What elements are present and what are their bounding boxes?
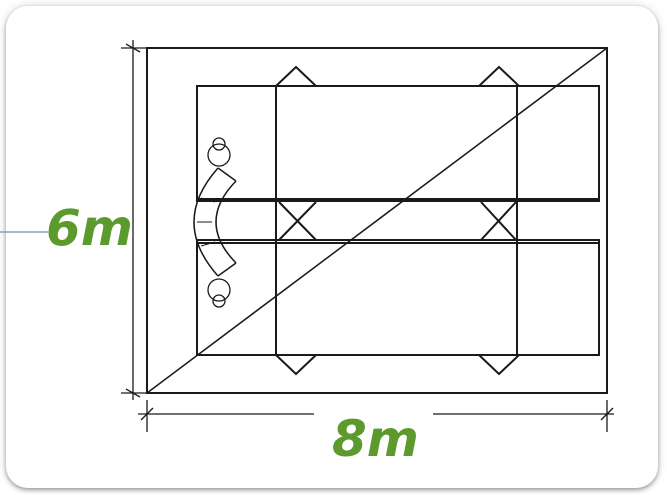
chair-icon (207, 278, 231, 308)
curved-desk (193, 167, 237, 277)
diagonal-line (146, 47, 608, 394)
width-label: 8m (332, 410, 419, 468)
height-label: 6m (46, 199, 133, 257)
table-top (275, 85, 518, 202)
seat-marker (478, 354, 520, 376)
cross-marker (278, 201, 317, 241)
seat-marker (478, 65, 520, 87)
chair-icon (207, 137, 231, 167)
table-group-bottom (196, 239, 600, 356)
seat-marker (275, 65, 317, 87)
table-bottom (275, 239, 518, 356)
table-group-top (196, 85, 600, 202)
seat-marker (275, 354, 317, 376)
width-dimension-line (138, 400, 614, 432)
height-dimension-line (121, 40, 147, 400)
room-outline (146, 47, 608, 394)
cross-marker (480, 201, 517, 241)
